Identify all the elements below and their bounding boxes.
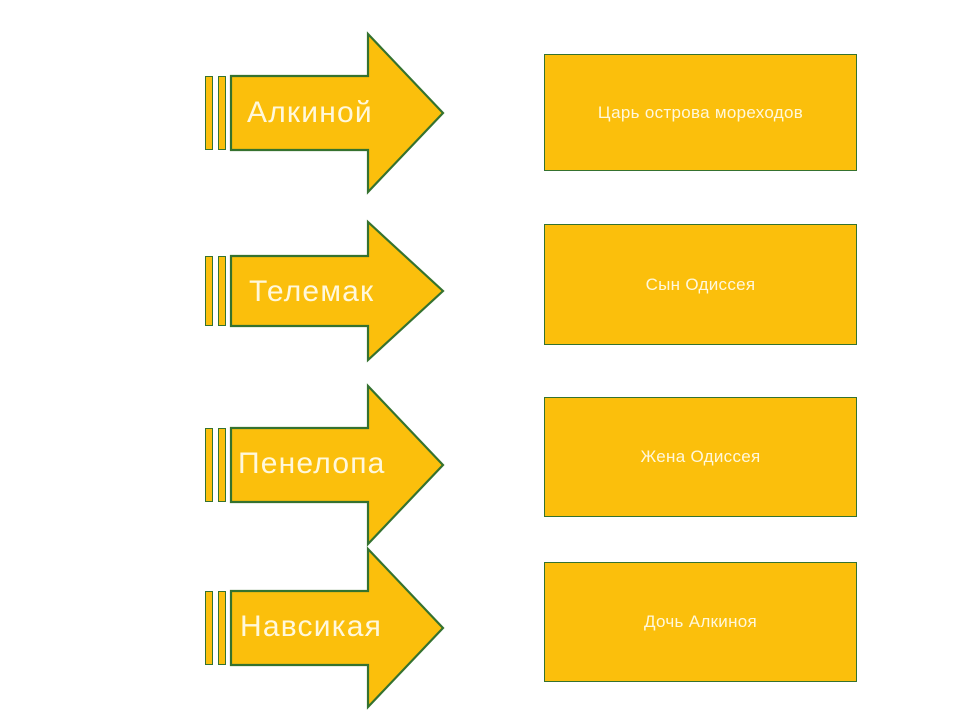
arrow-block-navsikaya[interactable]: Навсикая bbox=[205, 546, 445, 710]
arrow-body-icon bbox=[205, 219, 445, 363]
arrow-body-icon bbox=[205, 546, 445, 710]
description-box-penelopa[interactable]: Жена Одиссея bbox=[544, 397, 857, 517]
description-text: Жена Одиссея bbox=[640, 447, 761, 466]
description-text: Дочь Алкиноя bbox=[643, 612, 758, 631]
arrow-label: Телемак bbox=[249, 275, 375, 308]
arrow-block-telemak[interactable]: Телемак bbox=[205, 219, 445, 363]
arrow-label: Алкиной bbox=[247, 96, 373, 129]
description-box-alkinoy[interactable]: Царь острова мореходов bbox=[544, 54, 857, 171]
arrow-tail-stripe bbox=[218, 76, 226, 150]
arrow-tail-stripe bbox=[205, 76, 213, 150]
description-box-telemak[interactable]: Сын Одиссея bbox=[544, 224, 857, 345]
arrow-tail-stripe bbox=[205, 256, 213, 326]
arrow-tail-stripe bbox=[205, 428, 213, 502]
description-box-navsikaya[interactable]: Дочь Алкиноя bbox=[544, 562, 857, 682]
arrow-tail-stripe bbox=[218, 256, 226, 326]
arrow-tail-stripe bbox=[218, 591, 226, 665]
arrow-body-icon bbox=[205, 31, 445, 195]
arrow-block-penelopa[interactable]: Пенелопа bbox=[205, 383, 445, 547]
arrow-tail-stripe bbox=[205, 591, 213, 665]
arrow-label: Пенелопа bbox=[238, 447, 386, 480]
description-text: Сын Одиссея bbox=[645, 274, 756, 294]
arrow-tail-stripe bbox=[218, 428, 226, 502]
arrow-body-icon bbox=[205, 383, 445, 547]
arrow-label: Навсикая bbox=[240, 610, 383, 643]
arrow-block-alkinoy[interactable]: Алкиной bbox=[205, 31, 445, 195]
description-text: Царь острова мореходов bbox=[597, 102, 804, 122]
